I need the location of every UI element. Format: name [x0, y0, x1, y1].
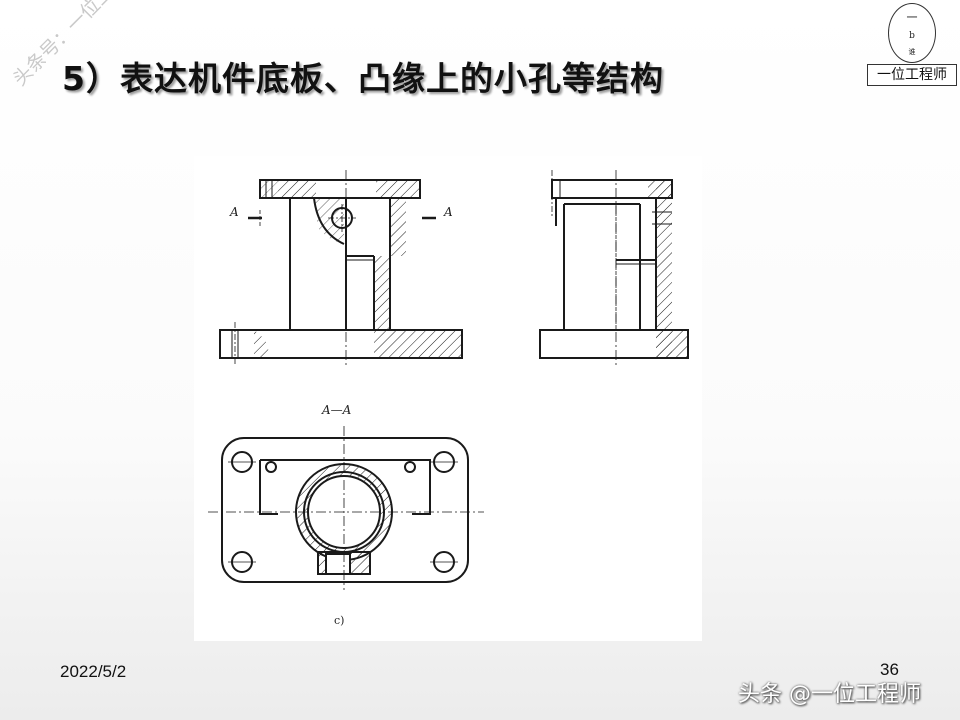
logo-caption: 一位工程师 [867, 64, 957, 86]
section-mark-left: A [229, 205, 239, 219]
engineering-drawing: A A A—A [194, 156, 702, 641]
side-view [539, 170, 689, 368]
page-number: 36 [880, 660, 899, 679]
figure-caption: c) [334, 614, 344, 627]
logo-glyph-middle: b [909, 31, 915, 41]
slide-date: 2022/5/2 [60, 662, 127, 681]
section-aa-view [208, 426, 484, 590]
front-view [219, 170, 463, 368]
logo-glyph-top: 一 [907, 11, 918, 24]
watermark-bottom-right: 头条 @一位工程师 [738, 682, 921, 707]
logo: 一 b 谁 一位工程师 [867, 0, 957, 90]
logo-glyph-bottom: 谁 [909, 47, 916, 56]
section-mark-right: A [443, 205, 453, 219]
slide-title: 5）表达机件底板、凸缘上的小孔等结构 [62, 59, 664, 98]
section-view-label: A—A [321, 403, 352, 417]
logo-emblem: 一 b 谁 [888, 3, 936, 63]
